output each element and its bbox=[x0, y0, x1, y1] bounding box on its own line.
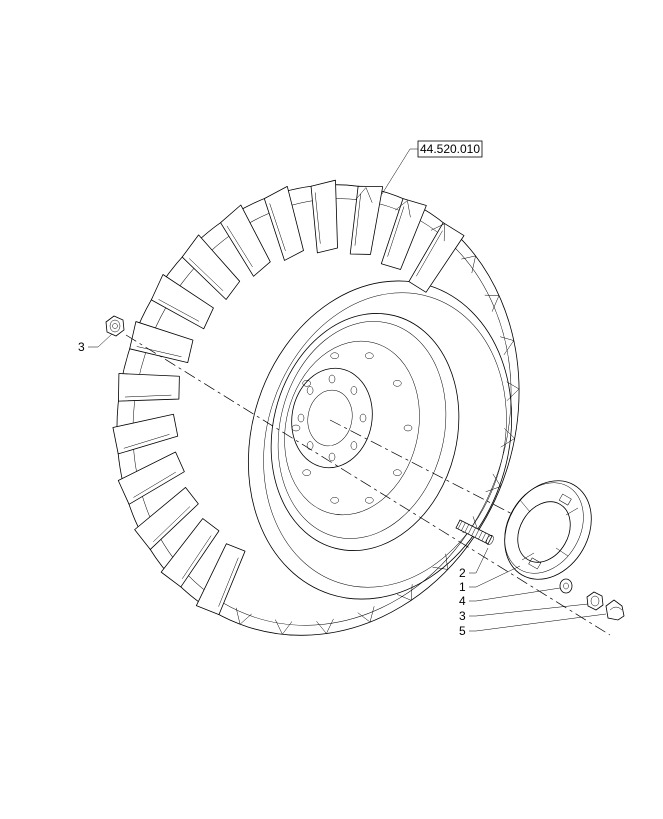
tire bbox=[112, 179, 520, 636]
bolt-hole bbox=[350, 441, 358, 450]
leader-5 bbox=[469, 613, 607, 632]
tread-lug bbox=[310, 179, 338, 254]
tread-teeth bbox=[235, 187, 520, 635]
bolt-hole bbox=[297, 413, 305, 423]
leader-4 bbox=[469, 587, 561, 602]
rim-hole bbox=[365, 352, 374, 359]
tread-tooth bbox=[432, 553, 449, 570]
callout-2[interactable]: 2 bbox=[459, 566, 466, 580]
tread-tooth bbox=[506, 381, 520, 401]
tread-tooth bbox=[500, 428, 516, 448]
tread-lug bbox=[408, 222, 465, 293]
wheel-weight bbox=[504, 480, 592, 580]
rim-hole bbox=[365, 497, 374, 504]
tread-tooth bbox=[395, 200, 411, 218]
callout-5[interactable]: 5 bbox=[459, 624, 466, 638]
bolt-hole bbox=[350, 386, 358, 395]
tread-lug bbox=[150, 274, 214, 330]
tread-tooth bbox=[500, 336, 515, 356]
wheel-rim bbox=[270, 313, 460, 551]
rim-hole bbox=[291, 424, 301, 432]
bolt-hole bbox=[328, 374, 336, 384]
leader-1 bbox=[469, 565, 521, 588]
stud-bolt bbox=[455, 519, 494, 545]
callout-3-right[interactable]: 3 bbox=[459, 609, 466, 623]
bolt-hole bbox=[359, 413, 367, 423]
tread-tooth bbox=[485, 473, 502, 493]
rim-hole bbox=[330, 497, 339, 504]
rim-hole bbox=[393, 380, 402, 387]
wheel-nut-left bbox=[105, 315, 125, 337]
tread-tooth bbox=[396, 584, 413, 601]
reference-box[interactable]: 44.520.010 bbox=[381, 140, 483, 195]
rim-hole bbox=[330, 352, 339, 359]
bolt-hole bbox=[328, 452, 336, 462]
tread-tooth bbox=[316, 618, 334, 635]
tread-lug bbox=[118, 373, 180, 402]
tread-tooth bbox=[275, 619, 293, 635]
callout-1[interactable]: 1 bbox=[459, 580, 466, 594]
tread-tooth bbox=[461, 255, 476, 274]
tread-lug bbox=[117, 451, 185, 505]
tread-tooth bbox=[355, 187, 373, 203]
reference-label: 44.520.010 bbox=[420, 142, 480, 156]
tread-lug bbox=[380, 198, 427, 270]
tread-lug bbox=[181, 234, 241, 300]
tread-lug bbox=[134, 487, 199, 550]
tread-tooth bbox=[430, 223, 445, 242]
tread-lugs bbox=[112, 179, 465, 615]
tread-lug bbox=[195, 543, 246, 615]
hub-bolt-holes bbox=[297, 374, 367, 462]
tread-lug bbox=[129, 321, 194, 364]
rim-hole bbox=[403, 424, 413, 432]
tread-tooth bbox=[357, 606, 375, 623]
cap-nut bbox=[605, 599, 625, 621]
rim-hole bbox=[393, 469, 402, 476]
callout-4[interactable]: 4 bbox=[459, 594, 466, 608]
tread-lug bbox=[263, 186, 304, 261]
leader-3-right bbox=[469, 603, 589, 617]
rim-hole bbox=[302, 469, 311, 476]
assembly-axis-line bbox=[125, 334, 611, 636]
tread-lug bbox=[112, 413, 179, 455]
bolt-hole bbox=[306, 441, 314, 450]
rim-holes bbox=[291, 352, 413, 504]
tread-lug bbox=[349, 185, 384, 255]
rim-hole bbox=[302, 380, 311, 387]
leader-3-left bbox=[88, 333, 113, 348]
tread-tooth bbox=[484, 294, 500, 312]
washer bbox=[559, 578, 573, 594]
secondary-axis-line bbox=[329, 419, 521, 519]
wheel-nut-right bbox=[586, 591, 604, 611]
tread-tooth bbox=[235, 607, 252, 625]
tread-lug bbox=[220, 204, 271, 277]
tread-lug bbox=[160, 518, 220, 588]
bolt-hole bbox=[306, 386, 314, 395]
callout-3-left[interactable]: 3 bbox=[78, 340, 85, 354]
leader-2 bbox=[469, 547, 489, 574]
